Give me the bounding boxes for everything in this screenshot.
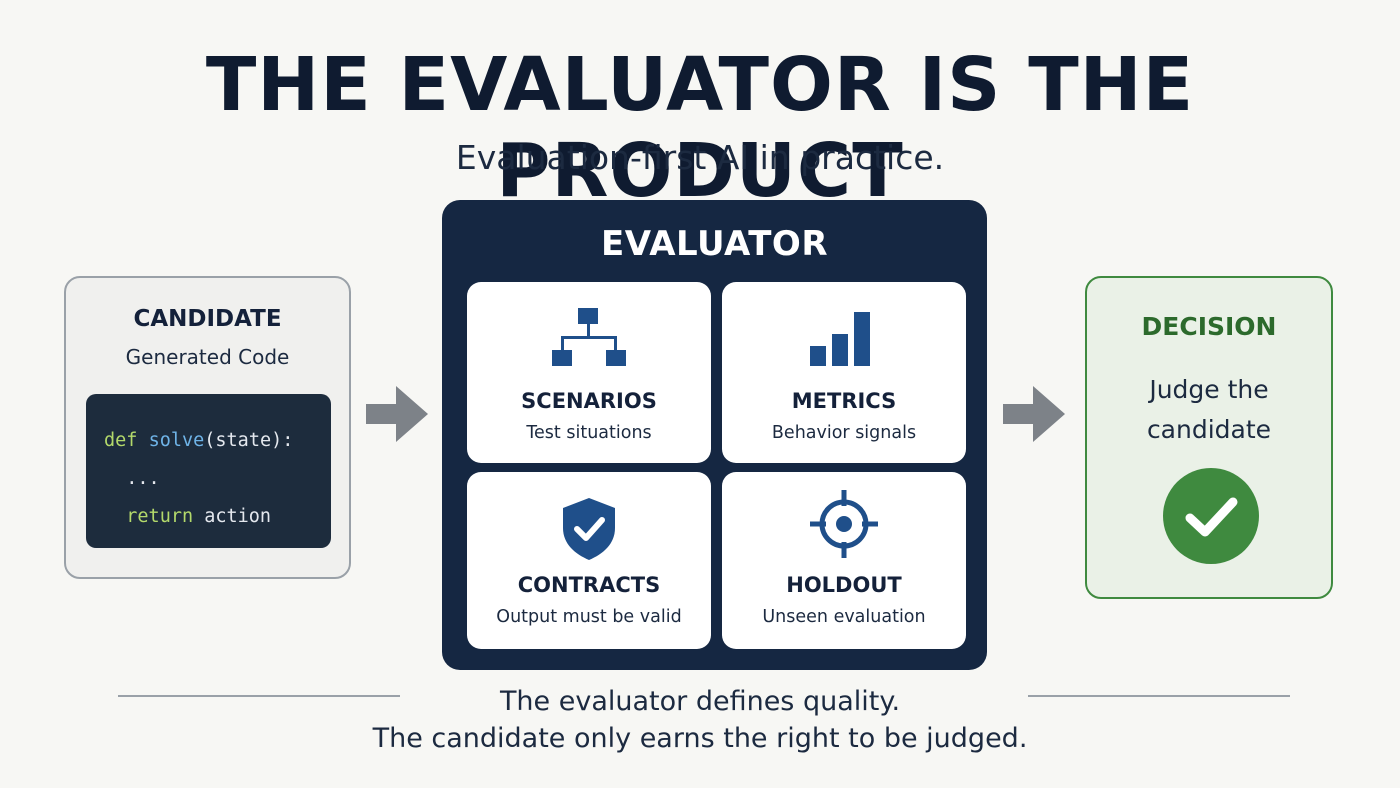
code-function-name: solve (148, 430, 205, 451)
tile-contracts-subtitle: Output must be valid (496, 607, 682, 627)
code-return-value: action (193, 506, 272, 527)
candidate-title: CANDIDATE (133, 306, 282, 332)
candidate-card: CANDIDATE Generated Code def solve(state… (64, 276, 351, 579)
tile-holdout: HOLDOUT Unseen evaluation (722, 472, 966, 649)
arrow-right-icon (366, 386, 428, 442)
candidate-subtitle: Generated Code (125, 345, 290, 369)
decision-title: DECISION (1141, 312, 1277, 341)
tile-metrics: METRICS Behavior signals (722, 282, 966, 463)
tile-holdout-title: HOLDOUT (786, 573, 902, 597)
tile-scenarios-subtitle: Test situations (526, 423, 652, 443)
tile-scenarios-title: SCENARIOS (521, 389, 657, 413)
code-params: (state): (204, 430, 294, 451)
tile-metrics-title: METRICS (791, 389, 897, 413)
hierarchy-icon (467, 306, 711, 374)
code-ellipsis: ... (126, 468, 160, 489)
evaluator-title: EVALUATOR (600, 224, 828, 264)
divider-right (1028, 695, 1290, 697)
decision-subtitle: Judge the candidate (1087, 370, 1331, 450)
footer-line2: The candidate only earns the right to be… (372, 723, 1028, 754)
tile-scenarios: SCENARIOS Test situations (467, 282, 711, 463)
decision-card: DECISION Judge the candidate (1085, 276, 1333, 599)
page-title: THE EVALUATOR IS THE PRODUCT (205, 42, 1195, 214)
tile-metrics-subtitle: Behavior signals (771, 423, 917, 443)
code-keyword-return: return (126, 506, 194, 527)
target-icon (722, 488, 966, 564)
shield-check-icon (467, 496, 711, 566)
tile-contracts-title: CONTRACTS (517, 573, 661, 597)
decision-subtitle-line2: candidate (1146, 415, 1272, 444)
footer-text: The evaluator defines quality. The candi… (0, 683, 1400, 757)
bar-chart-icon (722, 308, 966, 372)
decision-subtitle-line1: Judge the (1149, 375, 1269, 404)
tile-holdout-subtitle: Unseen evaluation (762, 607, 926, 627)
code-keyword-def: def (104, 430, 138, 451)
code-block: def solve(state): ... return action (86, 394, 331, 548)
divider-left (118, 695, 400, 697)
page-subtitle: Evaluation-first AI in practice. (455, 138, 945, 177)
tile-contracts: CONTRACTS Output must be valid (467, 472, 711, 649)
evaluator-panel: EVALUATOR SCENARIOS Test situations MET (442, 200, 987, 670)
check-circle-icon (1163, 468, 1259, 564)
footer-line1: The evaluator defines quality. (499, 686, 901, 717)
arrow-right-icon (1003, 386, 1065, 442)
